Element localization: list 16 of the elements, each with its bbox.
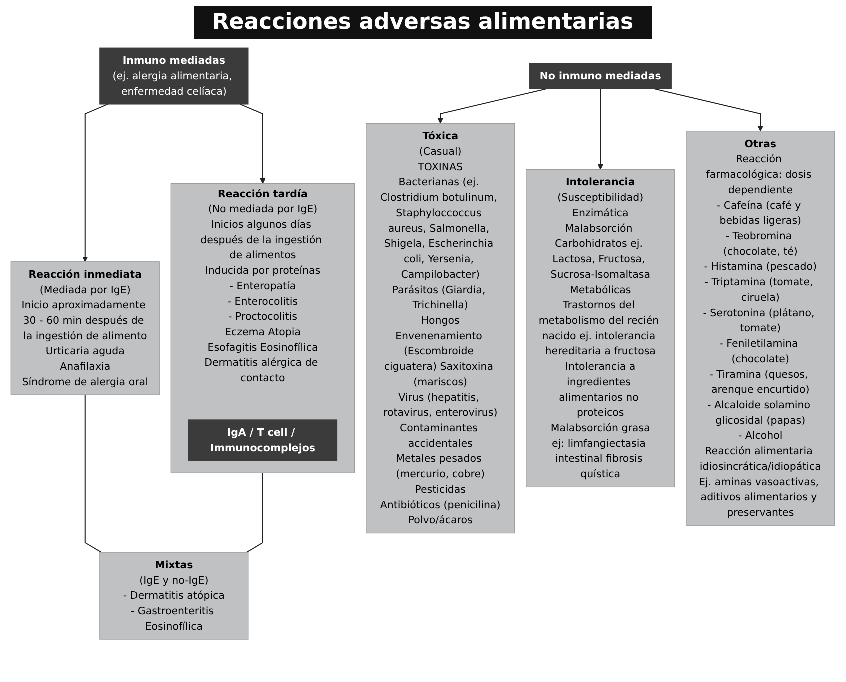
category-card: Mixtas (IgE y no-IgE) - Dermatitis atópica - Gastroenteritis Eosinofílica [100, 552, 249, 640]
arrow [438, 88, 546, 124]
category-box: IgA / T cell / Immunocomplejos [188, 420, 338, 462]
title: Reacciones adversas alimentarias [194, 6, 652, 39]
category-card: Intolerancia (Susceptibilidad) Enzimática Malabsorción Carbohidratos ej. Lactosa, Fructosa, Sucrosa-Isomaltasa Metabólicas Trastornos del metabolismo del recién nacido ej. intolerancia hereditaria a fructosa Intolerancia a ingredientes alimentarios no proteicos Malabsorción grasa ej: limfangiectasia intestinal fibrosis quística [526, 169, 676, 488]
category-box: No inmuno mediadas [529, 63, 672, 90]
connector-line [246, 473, 264, 553]
category-card: Reacción inmediata (Mediada por IgE) Inicio aproximadamente 30 - 60 min después de la ingestión de alimento Urticaria aguda Anafilaxia Síndrome de alergia oral [10, 262, 160, 396]
category-card: Otras Reacción farmacológica: dosis dependiente - Cafeína (café y bebidas ligeras) - Teobromina (chocolate, té) - Histamina (pescado) - Triptamina (tomate, ciruela) - Serotonina (plátano, tomate) - Feniletilamina (chocolate) - Tiramina (quesos, arenque encurtido) - Alcaloide solamino glicosidal (papas) - Alcohol Reacción alimentaria idiosincrática/idiopática Ej. aminas vasoactivas, aditivos alimentarios y preservantes [686, 131, 836, 526]
connector-line [84, 395, 102, 553]
arrow [240, 104, 266, 184]
arrow [82, 104, 108, 262]
arrow [598, 89, 604, 170]
category-box: Inmuno mediadas (ej. alergia alimentaria, enfermedad celíaca) [100, 48, 249, 105]
category-card: Tóxica (Casual) TOXINAS Bacterianas (ej. Clostridium botulinum, Staphyloccoccus aureus, Salmonella, Shigela, Escherinchia coli, Yersenia, Campilobacter) Parásitos (Giardia, Trichinella) Hongos Envenenamiento (Escombroide ciguatera) Saxitoxina (mariscos) Virus (hepatitis, rotavirus, enterovirus) Contaminantes accidentales Metales pesados (mercurio, cobre) Pesticidas Antibióticos (penicilina) Polvo/ácaros [366, 123, 516, 534]
arrow [654, 88, 764, 132]
